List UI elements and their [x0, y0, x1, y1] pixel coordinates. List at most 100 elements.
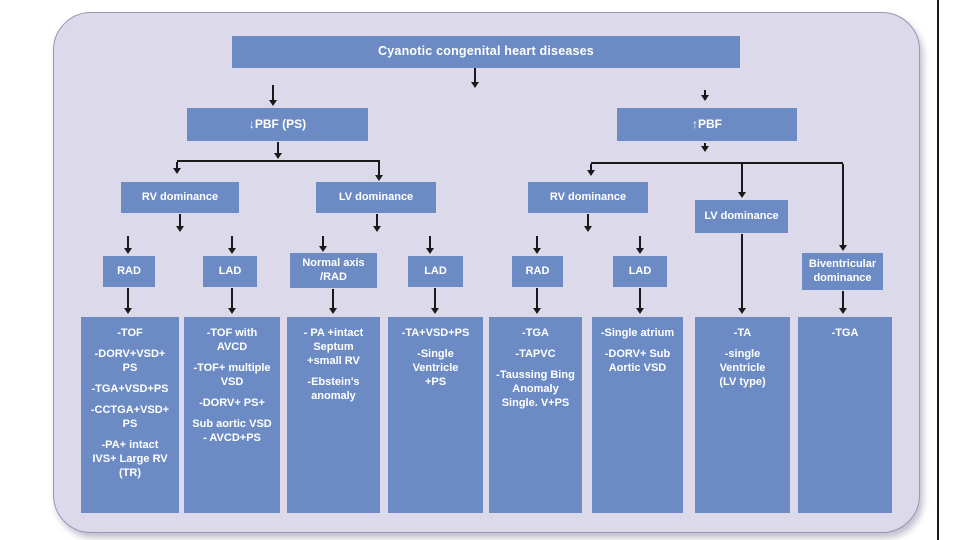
arrowhead-icon: [636, 248, 644, 254]
arrowhead-icon: [471, 82, 479, 88]
connector-line: [536, 236, 538, 250]
arrowhead-icon: [375, 175, 383, 181]
node-rv-dominance-right: RV dominance: [528, 182, 648, 213]
arrowhead-icon: [431, 308, 439, 314]
disease-item: -DORV+VSD+ PS: [94, 348, 166, 374]
connector-line: [590, 164, 592, 172]
disease-list-8: -TGA: [798, 317, 892, 513]
disease-item: -TAPVC: [515, 348, 556, 360]
arrowhead-icon: [274, 153, 282, 159]
arrowhead-icon: [587, 170, 595, 176]
node-rad-left: RAD: [103, 256, 155, 287]
connector-line: [179, 214, 181, 228]
connector-line: [639, 236, 641, 250]
disease-item: -TGA: [522, 327, 549, 339]
disease-item: -single Ventricle (LV type): [719, 348, 766, 388]
node-pbf-decreased: ↓PBF (PS): [187, 108, 368, 141]
node-biventricular-dominance: Biventricular dominance: [802, 253, 883, 290]
disease-item: -Taussing Bing Anomaly Single. V+PS: [496, 369, 575, 409]
node-lv-dominance-right: LV dominance: [695, 200, 788, 233]
disease-item: -Single atrium: [600, 327, 675, 339]
connector-line: [378, 162, 380, 177]
arrowhead-icon: [738, 308, 746, 314]
node-rad-right: RAD: [512, 256, 563, 287]
arrowhead-icon: [738, 192, 746, 198]
disease-item: -TA: [733, 327, 752, 339]
node-rv-dominance-left: RV dominance: [121, 182, 239, 213]
disease-item: -TA+VSD+PS: [401, 327, 470, 339]
disease-item: -TGA: [831, 327, 859, 339]
connector-line: [176, 162, 178, 170]
arrowhead-icon: [584, 226, 592, 232]
arrowhead-icon: [533, 248, 541, 254]
title-box: Cyanotic congenital heart diseases: [232, 36, 740, 68]
node-normal-axis-rad: Normal axis /RAD: [290, 253, 377, 288]
connector-line: [429, 236, 431, 250]
disease-item: -Ebstein's anomaly: [307, 376, 360, 402]
arrowhead-icon: [701, 146, 709, 152]
arrowhead-icon: [173, 168, 181, 174]
node-pbf-increased: ↑PBF: [617, 108, 797, 141]
connector-line: [231, 236, 233, 250]
connector-line: [639, 288, 641, 310]
arrowhead-icon: [319, 246, 327, 252]
connector-line: [177, 160, 380, 162]
arrowhead-icon: [426, 248, 434, 254]
connector-line: [332, 289, 334, 310]
disease-list-4: -TA+VSD+PS -Single Ventricle +PS: [388, 317, 483, 513]
connector-line: [272, 85, 274, 102]
connector-line: [704, 90, 706, 97]
connector-line: [741, 164, 743, 194]
arrowhead-icon: [373, 226, 381, 232]
connector-line: [704, 143, 706, 148]
page-edge-line: [937, 0, 939, 540]
arrowhead-icon: [533, 308, 541, 314]
connector-line: [127, 236, 129, 250]
arrowhead-icon: [124, 308, 132, 314]
connector-line: [842, 291, 844, 310]
connector-line: [434, 288, 436, 310]
disease-item: - PA +intact Septum +small RV: [303, 327, 364, 367]
disease-item: -TOF with AVCD: [206, 327, 258, 353]
connector-line: [741, 234, 743, 310]
connector-line: [536, 288, 538, 310]
disease-item: -PA+ intact IVS+ Large RV (TR): [92, 439, 168, 479]
arrowhead-icon: [701, 95, 709, 101]
disease-item: -DORV+ PS+: [199, 397, 265, 409]
disease-list-1: -TOF -DORV+VSD+ PS -TGA+VSD+PS -CCTGA+VSD+ …: [81, 317, 179, 513]
connector-line: [322, 236, 324, 248]
arrowhead-icon: [839, 245, 847, 251]
node-lad-right: LAD: [613, 256, 667, 287]
connector-line: [842, 164, 844, 247]
node-lad-left2: LAD: [408, 256, 463, 287]
arrowhead-icon: [124, 248, 132, 254]
disease-item: Sub aortic VSD - AVCD+PS: [192, 418, 272, 444]
connector-line: [376, 214, 378, 228]
arrowhead-icon: [839, 308, 847, 314]
disease-item: -TOF+ multiple VSD: [193, 362, 271, 388]
disease-list-2: -TOF with AVCD -TOF+ multiple VSD -DORV+ P…: [184, 317, 280, 513]
disease-list-3: - PA +intact Septum +small RV -Ebstein's …: [287, 317, 380, 513]
arrowhead-icon: [636, 308, 644, 314]
connector-line: [587, 214, 589, 228]
arrowhead-icon: [269, 100, 277, 106]
disease-list-6: -Single atrium -DORV+ Sub Aortic VSD: [592, 317, 683, 513]
connector-line: [127, 288, 129, 310]
node-lad-left: LAD: [203, 256, 257, 287]
disease-item: -TGA+VSD+PS: [91, 383, 169, 395]
connector-line: [231, 288, 233, 310]
disease-item: -DORV+ Sub Aortic VSD: [604, 348, 671, 374]
disease-item: -CCTGA+VSD+ PS: [90, 404, 170, 430]
connector-line: [474, 68, 476, 84]
node-lv-dominance-left: LV dominance: [316, 182, 436, 213]
disease-item: -Single Ventricle +PS: [412, 348, 459, 388]
connector-line: [277, 142, 279, 155]
connector-line: [591, 162, 843, 164]
disease-list-7: -TA -single Ventricle (LV type): [695, 317, 790, 513]
disease-item: -TOF: [117, 327, 143, 339]
arrowhead-icon: [228, 248, 236, 254]
arrowhead-icon: [228, 308, 236, 314]
arrowhead-icon: [329, 308, 337, 314]
disease-list-5: -TGA -TAPVC -Taussing Bing Anomaly Single.…: [489, 317, 582, 513]
